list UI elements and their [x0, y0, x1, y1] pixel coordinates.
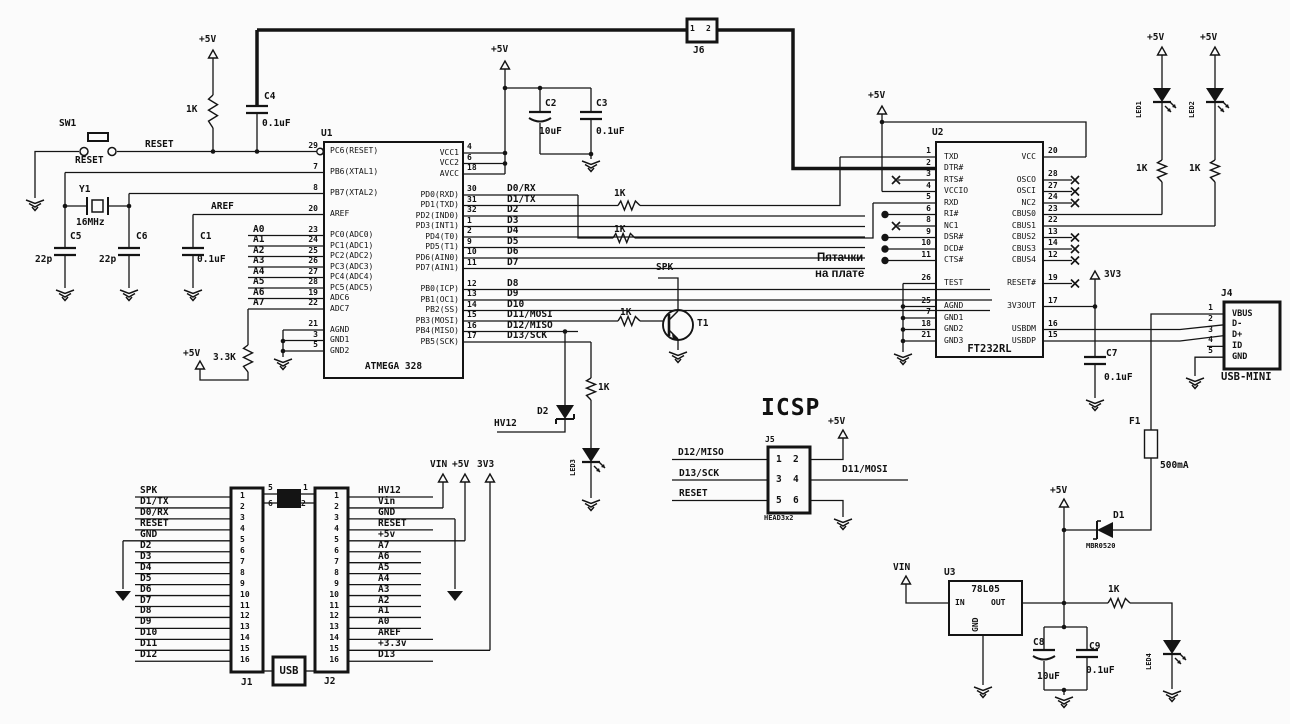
fuse-f1: [1143, 429, 1159, 459]
u2-box: [935, 141, 1044, 358]
j6-box: [685, 17, 719, 44]
crystal-y1: [91, 199, 104, 213]
header-3x2: [277, 489, 301, 508]
j1-box: [229, 486, 265, 674]
switch-sw1-body: [87, 132, 109, 142]
j4-box: [1222, 300, 1282, 371]
j2-box: [313, 486, 350, 674]
u1-box: [323, 141, 464, 379]
j5-box: [766, 445, 812, 515]
usb-box: [271, 655, 307, 687]
u3-box: [948, 580, 1023, 636]
